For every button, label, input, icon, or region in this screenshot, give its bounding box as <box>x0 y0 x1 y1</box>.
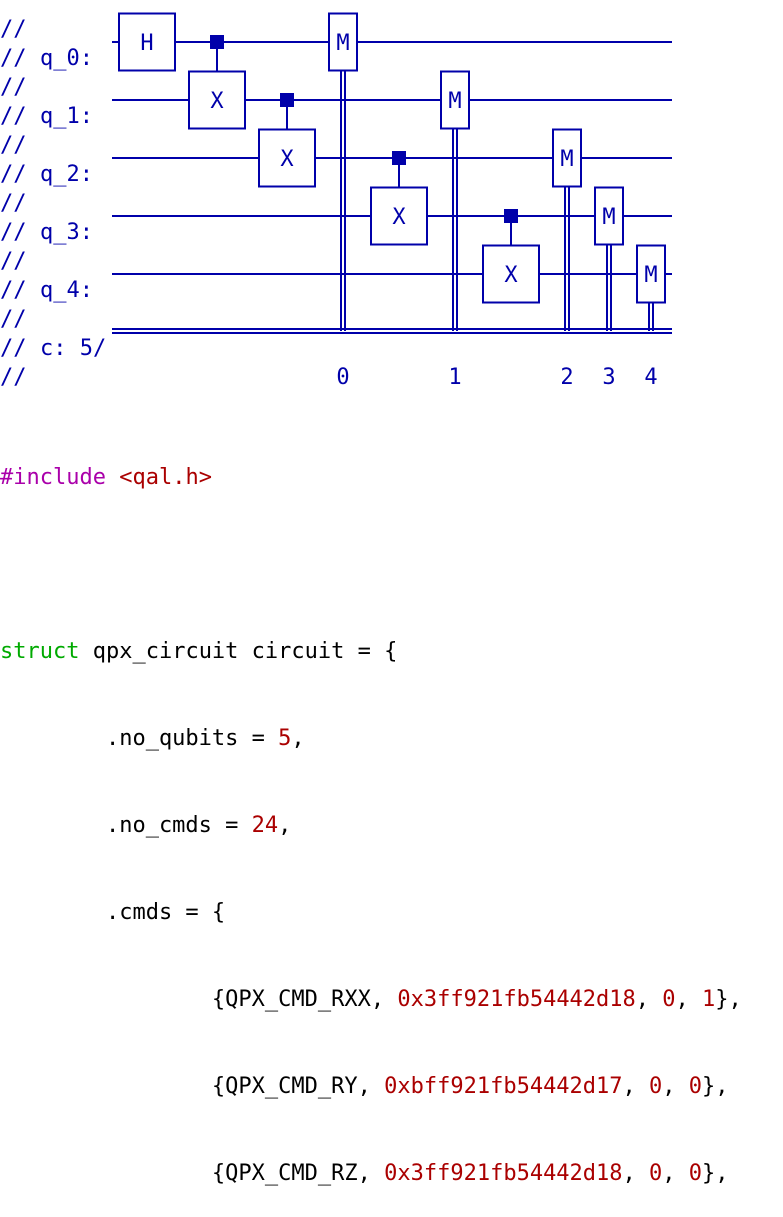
measure-gate-label: M <box>602 205 615 230</box>
h-gate <box>118 12 176 72</box>
x-gate-label: X <box>504 263 518 288</box>
classical-label: c: 5/ <box>40 336 106 361</box>
qubit-label: q_0: <box>40 46 93 71</box>
comment-prefix: // <box>0 278 27 303</box>
comment-prefix: // <box>0 191 27 216</box>
x-gate <box>258 128 316 188</box>
qubit-label: q_3: <box>40 220 93 245</box>
cmds-open-line: .cmds = { <box>0 898 742 927</box>
cmd-arg-a: 0 <box>649 1074 663 1099</box>
comment-prefix: // <box>0 75 27 100</box>
bit-index-label: 3 <box>602 365 615 390</box>
comment-prefix: // <box>0 17 27 42</box>
measure-gate <box>636 244 666 304</box>
comment-prefix: // <box>0 104 27 129</box>
struct-decl-line: struct qpx_circuit circuit = { <box>0 637 742 666</box>
measure-gate <box>440 70 470 130</box>
no-qubits-key: .no_qubits = <box>0 726 279 751</box>
cmd-arg-b: 1 <box>702 987 716 1012</box>
cmd-line: {QPX_CMD_RY, 0xbff921fb54442d17, 0, 0}, <box>0 1074 729 1099</box>
qubit-label: q_1: <box>40 104 93 129</box>
comment-prefix: // <box>0 249 27 274</box>
x-gate-label: X <box>392 205 406 230</box>
measure-gate-label: M <box>448 89 461 114</box>
no-cmds-line: .no_cmds = 24, <box>0 813 292 838</box>
cmd-name: QPX_CMD_RY <box>225 1074 358 1099</box>
include-line: #include <qal.h> <box>0 463 742 492</box>
cmd-line: {QPX_CMD_RZ, 0x3ff921fb54442d18, 0, 0}, <box>0 1161 729 1186</box>
circuit-diagram: // // // // // // // // // // // // // q_0: q_1: q_2: q_… <box>0 12 672 390</box>
bit-index-label: 1 <box>448 365 461 390</box>
qubit-label: q_4: <box>40 278 93 303</box>
include-file: <qal.h> <box>119 465 212 490</box>
comment-prefix: // <box>0 336 27 361</box>
cmd-param: 0xbff921fb54442d17 <box>384 1074 623 1099</box>
control-dot <box>504 209 518 223</box>
x-gate-label: X <box>280 147 294 172</box>
no-qubits-value: 5 <box>278 726 292 751</box>
x-gate <box>188 70 246 130</box>
control-dot <box>280 93 294 107</box>
measure-gate <box>328 12 358 72</box>
comment-prefix: // <box>0 220 27 245</box>
code-block: #include <qal.h> struct qpx_circuit circ… <box>0 405 742 1217</box>
comment-prefix: // <box>0 162 27 187</box>
cmd-arg-a: 0 <box>662 987 676 1012</box>
cmds-open: .cmds = { <box>0 900 226 925</box>
x-gate <box>482 244 540 304</box>
struct-decl-rest: qpx_circuit circuit = { <box>79 639 398 664</box>
no-qubits-line: .no_qubits = 5, <box>0 726 305 751</box>
struct-keyword: struct <box>0 639 80 664</box>
h-gate-label: H <box>140 31 153 56</box>
cmd-arg-b: 0 <box>688 1161 703 1186</box>
cmd-param: 0x3ff921fb54442d18 <box>397 987 636 1012</box>
bit-index-label: 2 <box>560 365 573 390</box>
measure-gate <box>552 128 582 188</box>
comment-prefix: // <box>0 365 27 390</box>
measure-gate-label: M <box>644 263 657 288</box>
cmd-name: QPX_CMD_RZ <box>225 1161 358 1186</box>
bit-index-label: 4 <box>644 365 657 390</box>
no-cmds-value: 24 <box>251 813 279 838</box>
comment-prefix: // <box>0 307 27 332</box>
comment-prefix: // <box>0 133 27 158</box>
include-directive: #include <box>0 465 106 490</box>
no-cmds-key: .no_cmds = <box>0 813 252 838</box>
blank-line <box>0 550 742 579</box>
bit-index-label: 0 <box>336 365 349 390</box>
x-gate-label: X <box>210 89 224 114</box>
cmd-name: QPX_CMD_RXX <box>225 987 371 1012</box>
control-dot <box>392 151 406 165</box>
measure-gate-label: M <box>336 31 349 56</box>
measure-gate <box>594 186 624 246</box>
cmd-param: 0x3ff921fb54442d18 <box>384 1161 623 1186</box>
control-dot <box>210 35 224 49</box>
comment-prefix: // <box>0 46 27 71</box>
cmd-arg-b: 0 <box>688 1074 703 1099</box>
x-gate <box>370 186 428 246</box>
cmd-arg-a: 0 <box>649 1161 663 1186</box>
measure-gate-label: M <box>560 147 573 172</box>
cmd-line: {QPX_CMD_RXX, 0x3ff921fb54442d18, 0, 1}, <box>0 987 742 1012</box>
qubit-label: q_2: <box>40 162 93 187</box>
